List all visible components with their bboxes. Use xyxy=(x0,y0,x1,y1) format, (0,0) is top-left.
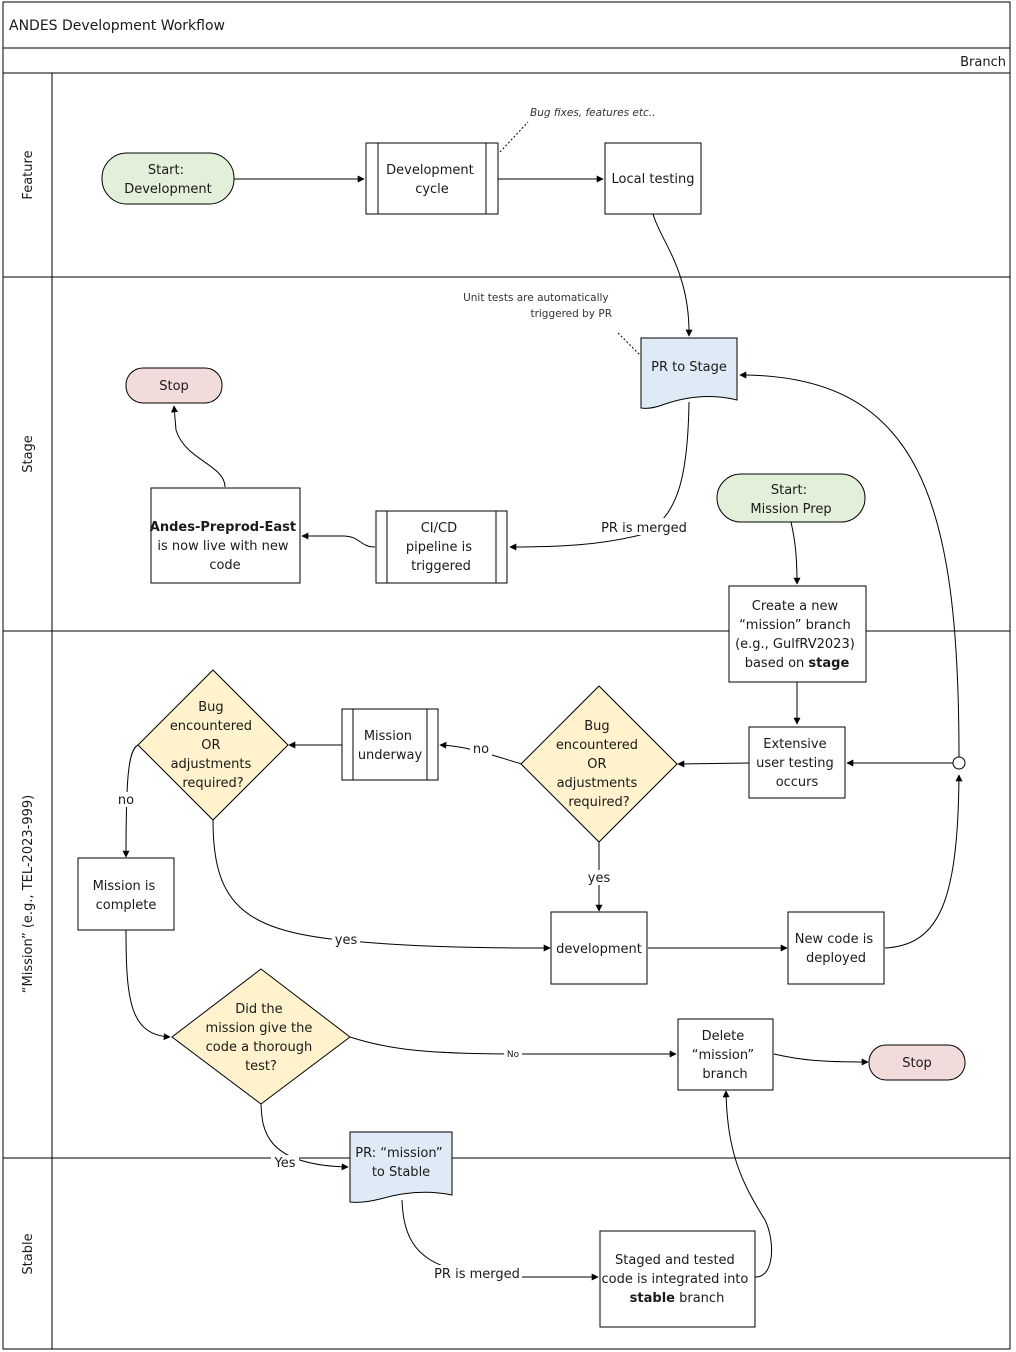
svg-text:Stop: Stop xyxy=(159,379,189,394)
svg-text:PR: “mission” to Stable: PR: “mission” to Stable xyxy=(355,1146,447,1180)
edge-junction-to-pr xyxy=(739,371,960,758)
edge-testing-to-decision xyxy=(677,760,750,768)
label-pr-merged-stage: PR is merged xyxy=(601,521,687,536)
lane-label-mission: “Mission” (e.g., TEL-2023-999) xyxy=(21,795,36,993)
extensive-user-testing-node: Extensive user testing occurs xyxy=(748,726,846,799)
label-pr-merged-stable: PR is merged xyxy=(434,1267,520,1282)
label-no-right: no xyxy=(473,742,489,757)
bug-decision-right-node: Bug encountered OR adjustments required? xyxy=(520,685,678,843)
svg-text:Start: Development: Start: Development xyxy=(124,163,212,197)
create-mission-branch-node: Create a new “mission” branch (e.g., Gul… xyxy=(728,585,867,683)
svg-text:Staged and tested code i: Staged and tested code is integrated int… xyxy=(601,1253,752,1306)
local-testing-node: Local testing xyxy=(604,142,702,215)
svg-text:Local testing: Local testing xyxy=(612,172,695,187)
svg-text:Bug encountered OR: Bug encountered OR adjustments required? xyxy=(170,700,256,791)
delete-mission-branch-node: Delete “mission” branch xyxy=(677,1018,774,1091)
pr-mission-to-stable-node: PR: “mission” to Stable xyxy=(349,1131,453,1203)
svg-text:Did the mission give the: Did the mission give the code a thorough… xyxy=(206,1002,317,1074)
svg-text:PR to Stage: PR to Stage xyxy=(651,360,727,375)
svg-text:Start: Mission Prep: Start: Mission Prep xyxy=(750,483,831,517)
svg-text:New code is deployed: New code is deployed xyxy=(795,932,878,966)
edge-newcode-to-junction xyxy=(884,774,963,949)
note-connector-bug-fixes xyxy=(499,121,529,153)
edge-cicd-to-preprod xyxy=(301,532,376,548)
label-yes-right: yes xyxy=(588,871,611,886)
edge-staged-to-delete xyxy=(722,1090,773,1278)
note-connector-unit-tests xyxy=(617,332,642,357)
stop-stage-node: Stop xyxy=(125,367,223,404)
svg-text:Andes-Preprod-East is no: Andes-Preprod-East is now live with new … xyxy=(150,520,300,573)
svg-text:Mission underway: Mission underway xyxy=(358,729,423,763)
new-code-deployed-node: New code is deployed xyxy=(787,911,885,985)
start-mission-prep-node: Start: Mission Prep xyxy=(716,473,866,523)
svg-text:Stop: Stop xyxy=(902,1056,932,1071)
edge-localtesting-to-pr xyxy=(652,213,693,337)
edge-startmission-to-create xyxy=(790,521,801,585)
svg-text:Development cycle: Development cycle xyxy=(386,163,478,197)
mission-complete-node: Mission is complete xyxy=(77,857,175,931)
note-unit-tests: Unit tests are automatically triggered b… xyxy=(463,292,612,320)
lane-label-stable: Stable xyxy=(21,1233,36,1274)
edge-delete-to-stop xyxy=(773,1053,869,1066)
diagram-title: ANDES Development Workflow xyxy=(9,18,225,34)
svg-text:Mission is complete: Mission is complete xyxy=(93,879,160,913)
edge-leftdecision-to-complete xyxy=(122,744,139,858)
svg-text:CI/CD pipeline is: CI/CD pipeline is triggered xyxy=(406,521,476,574)
edge-labels: PR is merged no yes no yes No Yes PR is … xyxy=(114,518,688,1282)
pr-to-stage-node: PR to Stage xyxy=(640,337,738,409)
thorough-test-decision-node: Did the mission give the code a thorough… xyxy=(171,968,351,1105)
development-node: development xyxy=(550,911,648,985)
edge-thorough-yes-to-prstable xyxy=(260,1103,349,1171)
bug-decision-left-node: Bug encountered OR adjustments required? xyxy=(137,669,289,821)
label-no-left: no xyxy=(118,793,134,808)
label-yes-left: yes xyxy=(335,933,358,948)
label-no-thorough: No xyxy=(507,1050,520,1060)
lane-label-stage: Stage xyxy=(21,435,36,473)
edge-complete-to-thorough xyxy=(125,929,171,1041)
start-development-node: Start: Development xyxy=(101,152,235,205)
edge-preprod-to-stop xyxy=(171,405,226,488)
cicd-pipeline-node: CI/CD pipeline is triggered xyxy=(375,510,508,584)
development-cycle-node: Development cycle xyxy=(365,142,499,215)
svg-text:Extensive user testing: Extensive user testing occurs xyxy=(756,737,838,790)
svg-text:development: development xyxy=(556,942,642,957)
andes-preprod-live-node: Andes-Preprod-East is now live with new … xyxy=(150,487,301,584)
svg-text:Create a new “mission” b: Create a new “mission” branch (e.g., Gul… xyxy=(735,599,859,671)
note-bug-fixes: Bug fixes, features etc.. xyxy=(530,107,655,119)
edge-leftdecision-yes-to-dev xyxy=(212,819,551,952)
branch-header-label: Branch xyxy=(960,55,1006,70)
label-yes-thorough: Yes xyxy=(274,1156,296,1171)
staged-integrated-node: Staged and tested code is integrated int… xyxy=(599,1230,756,1328)
mission-underway-node: Mission underway xyxy=(341,708,439,781)
junction-circle xyxy=(952,756,966,770)
svg-text:Bug encountered OR: Bug encountered OR adjustments required? xyxy=(556,719,642,810)
lane-label-feature: Feature xyxy=(21,150,36,199)
stop-mission-node: Stop xyxy=(868,1044,966,1081)
svg-text:Delete “mission” b: Delete “mission” branch xyxy=(692,1029,759,1082)
